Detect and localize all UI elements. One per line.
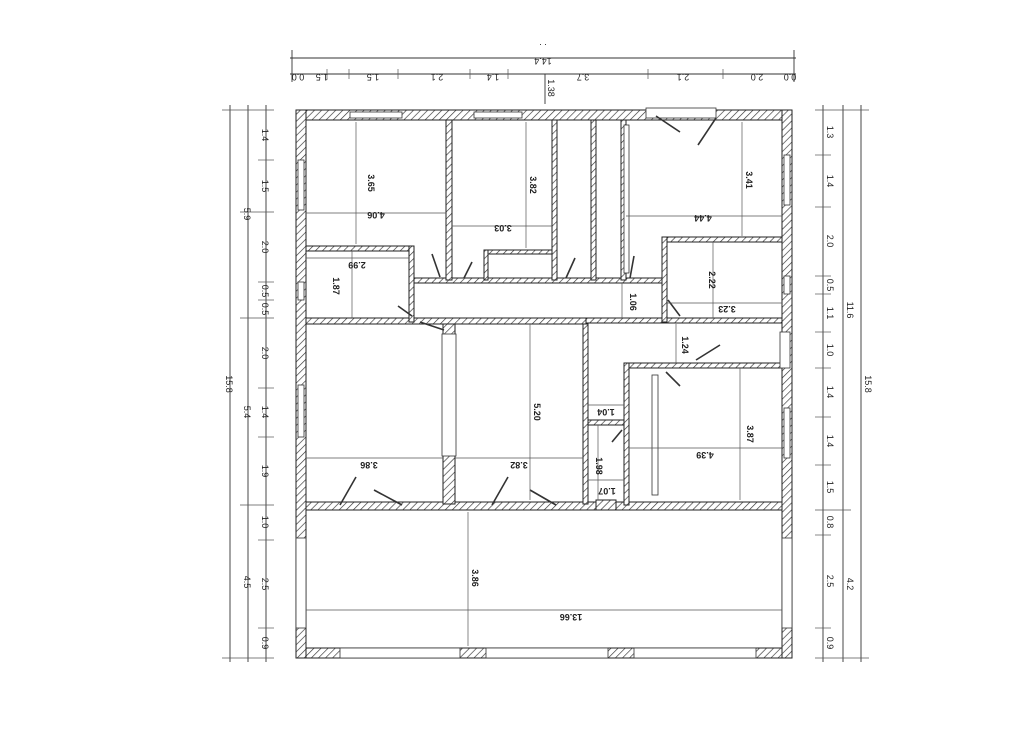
left-dim-seg: 1.9 <box>260 465 270 478</box>
left-dim-seg: 0.9 <box>260 637 270 650</box>
room10-height: 3.87 <box>745 425 755 443</box>
right-dim-group: 4.2 <box>845 578 855 591</box>
right-dim-seg: 0.5 <box>825 279 835 292</box>
room9-height: 1.24 <box>680 336 690 354</box>
top-dim-seg: 0.0 <box>784 72 797 82</box>
top-dim-seg: 1.5 <box>316 72 329 82</box>
top-dim-dots: . . <box>539 37 547 47</box>
room10-width: 4.39 <box>696 450 714 460</box>
right-dim-seg: 0.9 <box>825 637 835 650</box>
room7-height: 5.20 <box>532 403 542 421</box>
room5-width: 3.23 <box>718 304 736 314</box>
left-dim-seg: 0.5 <box>260 303 270 316</box>
room8-height: 1.98 <box>594 457 604 475</box>
right-dim-seg: 1.0 <box>825 344 835 357</box>
left-dim-seg: 0.5 <box>260 285 270 298</box>
right-dim-seg: 2.5 <box>825 575 835 588</box>
right-dimension-chain: 1.3 1.4 2.0 0.5 1.1 1.0 1.4 1.4 1.5 0.8 … <box>815 105 873 662</box>
room8-width: 1.04 <box>597 407 615 417</box>
left-dim-group: 4.5 <box>242 576 252 589</box>
top-dim-seg: 2.1 <box>677 72 690 82</box>
room3-width: 4.44 <box>694 213 712 223</box>
left-dimension-chain: 1.4 1.5 2.0 0.5 0.5 2.0 1.4 1.9 1.0 2.5 … <box>222 105 274 662</box>
outer-walls <box>295 109 793 659</box>
hall-width: 13.66 <box>560 612 583 622</box>
room6-width: 3.86 <box>360 460 378 470</box>
left-dim-seg: 1.4 <box>260 406 270 419</box>
top-dimension-chain: 14.4 . . 0.0 1.5 1.5 2.1 1.4 3.7 2.1 2.0… <box>290 37 796 104</box>
room4-width: 2.99 <box>348 260 366 270</box>
top-dim-seg: 0.0 <box>292 72 305 82</box>
room8-width2: 1.07 <box>598 486 616 496</box>
top-dim-mid-label: 1.38 <box>546 79 556 97</box>
left-dim-group: 5.9 <box>242 208 252 221</box>
right-dim-total: 15.8 <box>863 375 873 393</box>
room1-height: 3.65 <box>366 174 376 192</box>
right-dim-seg: 2.0 <box>825 235 835 248</box>
room3-height: 3.41 <box>744 171 754 189</box>
room5-height: 2.22 <box>707 271 717 289</box>
corridor-height: 1.06 <box>628 293 638 311</box>
room-labels: 3.65 4.06 3.82 3.03 3.41 4.44 2.99 1.87 … <box>331 171 755 622</box>
right-dim-seg: 1.4 <box>825 175 835 188</box>
left-dim-seg: 2.0 <box>260 347 270 360</box>
top-dim-seg: 2.0 <box>751 72 764 82</box>
top-dim-seg: 1.4 <box>487 72 500 82</box>
right-dim-seg: 0.8 <box>825 516 835 529</box>
room7-width: 3.82 <box>510 460 528 470</box>
room4-height: 1.87 <box>331 277 341 295</box>
left-dim-seg: 1.4 <box>260 129 270 142</box>
left-dim-seg: 1.5 <box>260 180 270 193</box>
left-dim-seg: 1.0 <box>260 516 270 529</box>
right-dim-group: 11.6 <box>845 302 855 319</box>
left-dim-total: 15.8 <box>224 375 234 393</box>
right-dim-seg: 1.4 <box>825 435 835 448</box>
top-dim-overall: 14.4 <box>534 56 552 66</box>
internal-dimension-lines <box>306 122 782 646</box>
right-dim-seg: 1.3 <box>825 126 835 139</box>
right-dim-seg: 1.5 <box>825 481 835 494</box>
right-dim-seg: 1.1 <box>825 307 835 320</box>
top-dim-seg: 1.5 <box>367 72 380 82</box>
left-dim-group: 5.4 <box>242 406 252 419</box>
top-dim-seg: 2.1 <box>431 72 444 82</box>
door-swings <box>339 115 721 506</box>
room1-width: 4.06 <box>367 210 385 220</box>
right-dim-seg: 1.4 <box>825 386 835 399</box>
top-dim-seg: 3.7 <box>577 72 590 82</box>
hall-height: 3.86 <box>470 569 480 587</box>
room2-height: 3.82 <box>528 176 538 194</box>
room2-width: 3.03 <box>494 223 512 233</box>
left-dim-seg: 2.0 <box>260 241 270 254</box>
windows <box>295 107 793 659</box>
left-dim-seg: 2.5 <box>260 578 270 591</box>
